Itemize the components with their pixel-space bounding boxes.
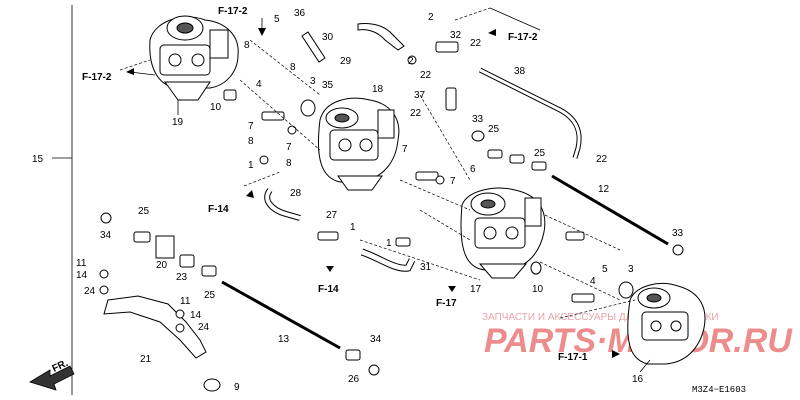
label-3: 3 [628, 264, 634, 275]
label-10: 10 [210, 102, 222, 113]
label-25: 25 [204, 290, 216, 301]
label-15: 15 [32, 154, 44, 165]
label-2: 2 [428, 12, 434, 23]
label-32: 32 [450, 30, 462, 41]
label-1: 1 [386, 238, 392, 249]
label-10: 10 [532, 284, 544, 295]
label-7: 7 [248, 121, 254, 132]
carburetor-18[interactable] [317, 97, 400, 191]
label-5: 5 [274, 14, 280, 25]
hose-28[interactable] [264, 188, 301, 221]
label-20: 20 [156, 260, 168, 271]
label-24: 24 [198, 322, 210, 333]
label-19: 19 [172, 117, 184, 128]
label-21: 21 [140, 354, 152, 365]
leader-lines [119, 7, 636, 319]
label-30: 30 [322, 32, 334, 43]
hose-30[interactable] [357, 23, 405, 51]
label-7: 7 [450, 176, 456, 187]
label-31: 31 [420, 262, 432, 273]
label-25: 25 [138, 206, 150, 217]
small-parts[interactable] [99, 41, 684, 392]
label-22: 22 [596, 154, 608, 165]
label-36: 36 [294, 8, 306, 19]
label-8: 8 [248, 136, 254, 147]
label-4: 4 [256, 79, 262, 90]
label-12: 12 [598, 184, 610, 195]
ref-f-14-left: F-14 [208, 204, 229, 215]
label-1: 1 [248, 160, 254, 171]
label-13: 13 [278, 334, 290, 345]
label-8: 8 [290, 62, 296, 73]
label-2: 2 [408, 56, 414, 67]
label-16: 16 [632, 374, 644, 385]
rod-12[interactable] [551, 174, 669, 246]
label-8: 8 [244, 40, 250, 51]
tube-38[interactable] [478, 67, 582, 159]
assembly-bracket-15 [52, 5, 73, 395]
label-22: 22 [470, 38, 482, 49]
label-25: 25 [488, 124, 500, 135]
carburetor-16[interactable] [627, 283, 706, 373]
label-22: 22 [420, 70, 432, 81]
label-33: 33 [672, 228, 684, 239]
label-37: 37 [414, 90, 426, 101]
ref-f-17-2-right: F-17-2 [508, 32, 538, 43]
label-5: 5 [602, 264, 608, 275]
label-22: 22 [410, 108, 422, 119]
label-29: 29 [340, 56, 352, 67]
reference-labels: F-17-2 F-17-2 F-17-2 F-14 F-14 F-17 F-17… [82, 6, 588, 363]
ref-f-17-1: F-17-1 [558, 352, 588, 363]
label-7: 7 [402, 144, 408, 155]
ref-f-17: F-17 [436, 298, 457, 309]
carburetor-19[interactable] [129, 15, 239, 115]
label-14: 14 [190, 310, 202, 321]
label-24: 24 [84, 286, 96, 297]
label-1: 1 [350, 222, 356, 233]
reference-arrows [126, 18, 620, 358]
label-33: 33 [472, 114, 484, 125]
label-27: 27 [326, 210, 338, 221]
label-4: 4 [590, 276, 596, 287]
label-14: 14 [76, 270, 88, 281]
label-34: 34 [100, 230, 112, 241]
label-8: 8 [286, 158, 292, 169]
diagram-code: M3Z4−E1603 [692, 385, 746, 395]
label-35: 35 [322, 80, 334, 91]
ref-f-14-mid: F-14 [318, 284, 339, 295]
watermark-text-line1: ЗАПЧАСТИ И АКСЕССУАРЫ ДЛЯ МОТОТЕХНИКИ [482, 312, 719, 323]
hose-31[interactable] [360, 248, 416, 272]
label-28: 28 [290, 188, 302, 199]
rod-13[interactable] [221, 280, 341, 350]
label-11: 11 [180, 296, 191, 307]
label-17: 17 [470, 284, 482, 295]
label-23: 23 [176, 272, 188, 283]
label-34: 34 [370, 334, 382, 345]
label-3: 3 [310, 76, 316, 87]
label-11: 11 [76, 258, 87, 269]
ref-f-17-2-left: F-17-2 [82, 72, 112, 83]
label-7: 7 [286, 142, 292, 153]
label-6: 6 [470, 164, 476, 175]
ref-f-17-2-top: F-17-2 [218, 6, 248, 17]
label-18: 18 [372, 84, 384, 95]
front-direction-arrow: FR. [29, 358, 75, 391]
label-25: 25 [534, 148, 546, 159]
carburetor-17[interactable] [460, 187, 546, 279]
label-26: 26 [348, 374, 360, 385]
hose-29[interactable] [301, 31, 326, 63]
label-9: 9 [234, 382, 240, 393]
label-38: 38 [514, 66, 526, 77]
part-numbers: 1 1 1 2 2 3 3 4 4 5 5 6 7 7 7 7 8 8 8 8 … [32, 8, 684, 393]
